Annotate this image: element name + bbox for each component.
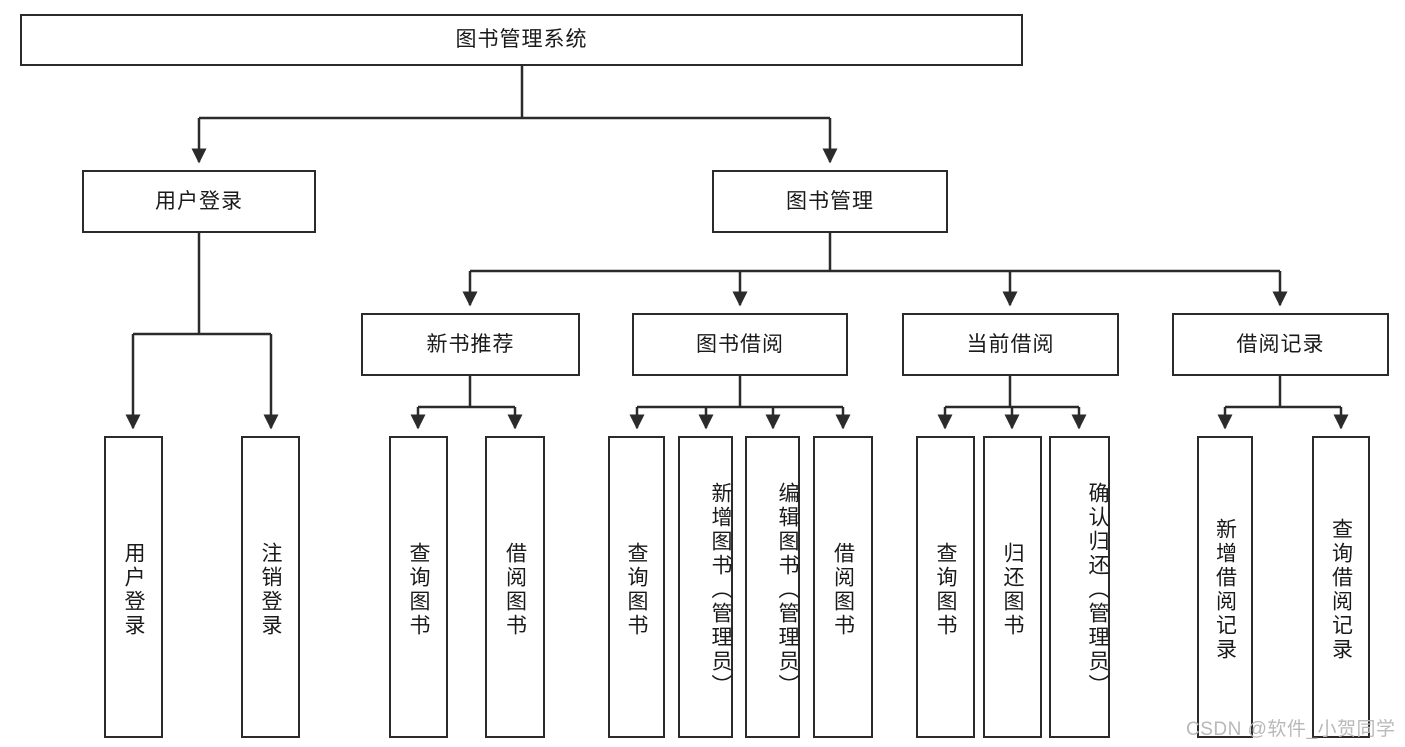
node-leaf-rec-search[interactable]: 查询借阅记录 — [1312, 436, 1370, 738]
node-leaf-rec-query[interactable]: 查询图书 — [389, 436, 448, 738]
node-leaf-cur-confirm[interactable]: 确认归还（管理员） — [1049, 436, 1110, 738]
node-leaf-cur-return[interactable]: 归还图书 — [983, 436, 1042, 738]
node-book-mgmt[interactable]: 图书管理 — [712, 170, 948, 233]
node-leaf-user-logout[interactable]: 注销登录 — [241, 436, 300, 738]
node-leaf-rec-borrow[interactable]: 借阅图书 — [485, 436, 545, 738]
node-book-borrow[interactable]: 图书借阅 — [632, 313, 848, 376]
node-new-book-rec[interactable]: 新书推荐 — [361, 313, 580, 376]
node-borrow-record[interactable]: 借阅记录 — [1172, 313, 1389, 376]
node-leaf-rec-add[interactable]: 新增借阅记录 — [1197, 436, 1253, 738]
node-leaf-borrow-edit[interactable]: 编辑图书（管理员） — [745, 436, 800, 738]
node-user-login[interactable]: 用户登录 — [82, 170, 316, 233]
csdn-watermark: CSDN @软件_小贺同学 — [1186, 719, 1396, 740]
node-leaf-borrow-add[interactable]: 新增图书（管理员） — [678, 436, 733, 738]
node-leaf-user-login[interactable]: 用户登录 — [104, 436, 163, 738]
node-current-borrow[interactable]: 当前借阅 — [902, 313, 1119, 376]
node-leaf-borrow-do[interactable]: 借阅图书 — [813, 436, 873, 738]
node-root[interactable]: 图书管理系统 — [20, 14, 1023, 66]
node-leaf-cur-query[interactable]: 查询图书 — [916, 436, 975, 738]
node-leaf-borrow-query[interactable]: 查询图书 — [608, 436, 665, 738]
